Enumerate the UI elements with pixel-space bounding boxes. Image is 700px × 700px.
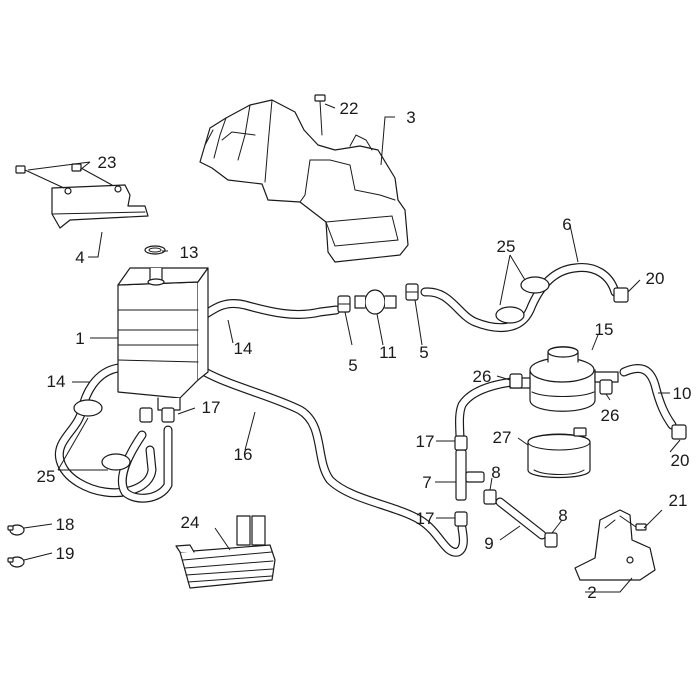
clamp-part-17-tee-top [454, 435, 468, 451]
hose-26-left [455, 377, 517, 445]
callout-22: 22 [340, 99, 359, 118]
clamp-part-5-right [405, 283, 419, 301]
clamp-part-20-bottom [671, 424, 687, 440]
screw-part-22 [314, 94, 326, 136]
hose-10 [619, 364, 677, 430]
callout-26-right: 26 [601, 406, 620, 425]
clamp-part-17-tee-bottom [454, 511, 468, 527]
callout-25-lower: 25 [37, 467, 56, 486]
callout-14-upper: 14 [234, 339, 253, 358]
leader-lines [23, 103, 681, 593]
clamp-part-26-right [599, 379, 613, 395]
clamp-part-8-upper [483, 489, 497, 505]
clamp-part-8-lower [544, 532, 558, 548]
hose-14-upper [195, 299, 341, 323]
hose-14-lower [54, 363, 157, 498]
callout-6: 6 [562, 215, 571, 234]
callout-10: 10 [673, 384, 692, 403]
callout-4: 4 [75, 248, 84, 267]
callout-24: 24 [181, 513, 200, 532]
clip-part-19 [7, 556, 25, 568]
callout-5-right: 5 [419, 343, 428, 362]
callout-3: 3 [406, 108, 415, 127]
clamp-part-17-canister [139, 407, 175, 423]
callout-26-left: 26 [473, 367, 492, 386]
bracket-part-4 [51, 184, 149, 229]
callout-17-canister: 17 [202, 398, 221, 417]
clamp-part-25-lower [73, 399, 131, 471]
callout-11: 11 [379, 343, 397, 362]
callout-15: 15 [595, 320, 614, 339]
valve-part-11 [354, 289, 397, 315]
callout-1: 1 [75, 329, 84, 348]
callout-8-upper: 8 [491, 463, 500, 482]
callout-17-tee-bottom: 17 [416, 509, 435, 528]
callout-18: 18 [56, 515, 75, 534]
callout-23: 23 [98, 153, 117, 172]
screw-part-21 [619, 515, 647, 531]
clamp-part-20-top [613, 287, 629, 303]
filter-part-15 [509, 346, 619, 412]
callout-27: 27 [493, 428, 512, 447]
hose-6 [420, 262, 620, 333]
bracket-part-2 [574, 509, 656, 581]
callout-5-left: 5 [348, 356, 357, 375]
hose-9 [495, 497, 547, 540]
callout-2: 2 [587, 583, 596, 602]
callout-7: 7 [422, 473, 431, 492]
callout-13: 13 [180, 243, 199, 262]
callout-labels: 1 2 3 4 5 5 6 7 8 8 9 10 11 13 14 14 15 … [37, 99, 692, 602]
callout-21: 21 [669, 491, 688, 510]
cover-part-3 [199, 99, 409, 263]
bracket-part-24 [175, 515, 276, 589]
callout-20-bottom: 20 [671, 451, 690, 470]
band-part-27 [527, 427, 591, 479]
clip-part-13 [144, 245, 166, 255]
callout-8-lower: 8 [558, 506, 567, 525]
hose-lower-return [117, 425, 173, 503]
clip-part-18 [7, 524, 25, 536]
callout-9: 9 [484, 534, 493, 553]
callout-20-top: 20 [646, 269, 665, 288]
callout-16: 16 [234, 445, 253, 464]
callout-14-lower: 14 [47, 372, 66, 391]
callout-17-tee-top: 17 [416, 432, 435, 451]
clamp-part-5-left [337, 295, 351, 313]
callout-25-hose6: 25 [497, 237, 516, 256]
tee-part-7 [455, 449, 485, 501]
clamp-part-25-hose6 [495, 276, 550, 324]
clamp-part-26-left [509, 373, 523, 389]
canister-part-1 [117, 267, 209, 411]
callout-19: 19 [56, 544, 75, 563]
hose-16 [193, 363, 468, 557]
